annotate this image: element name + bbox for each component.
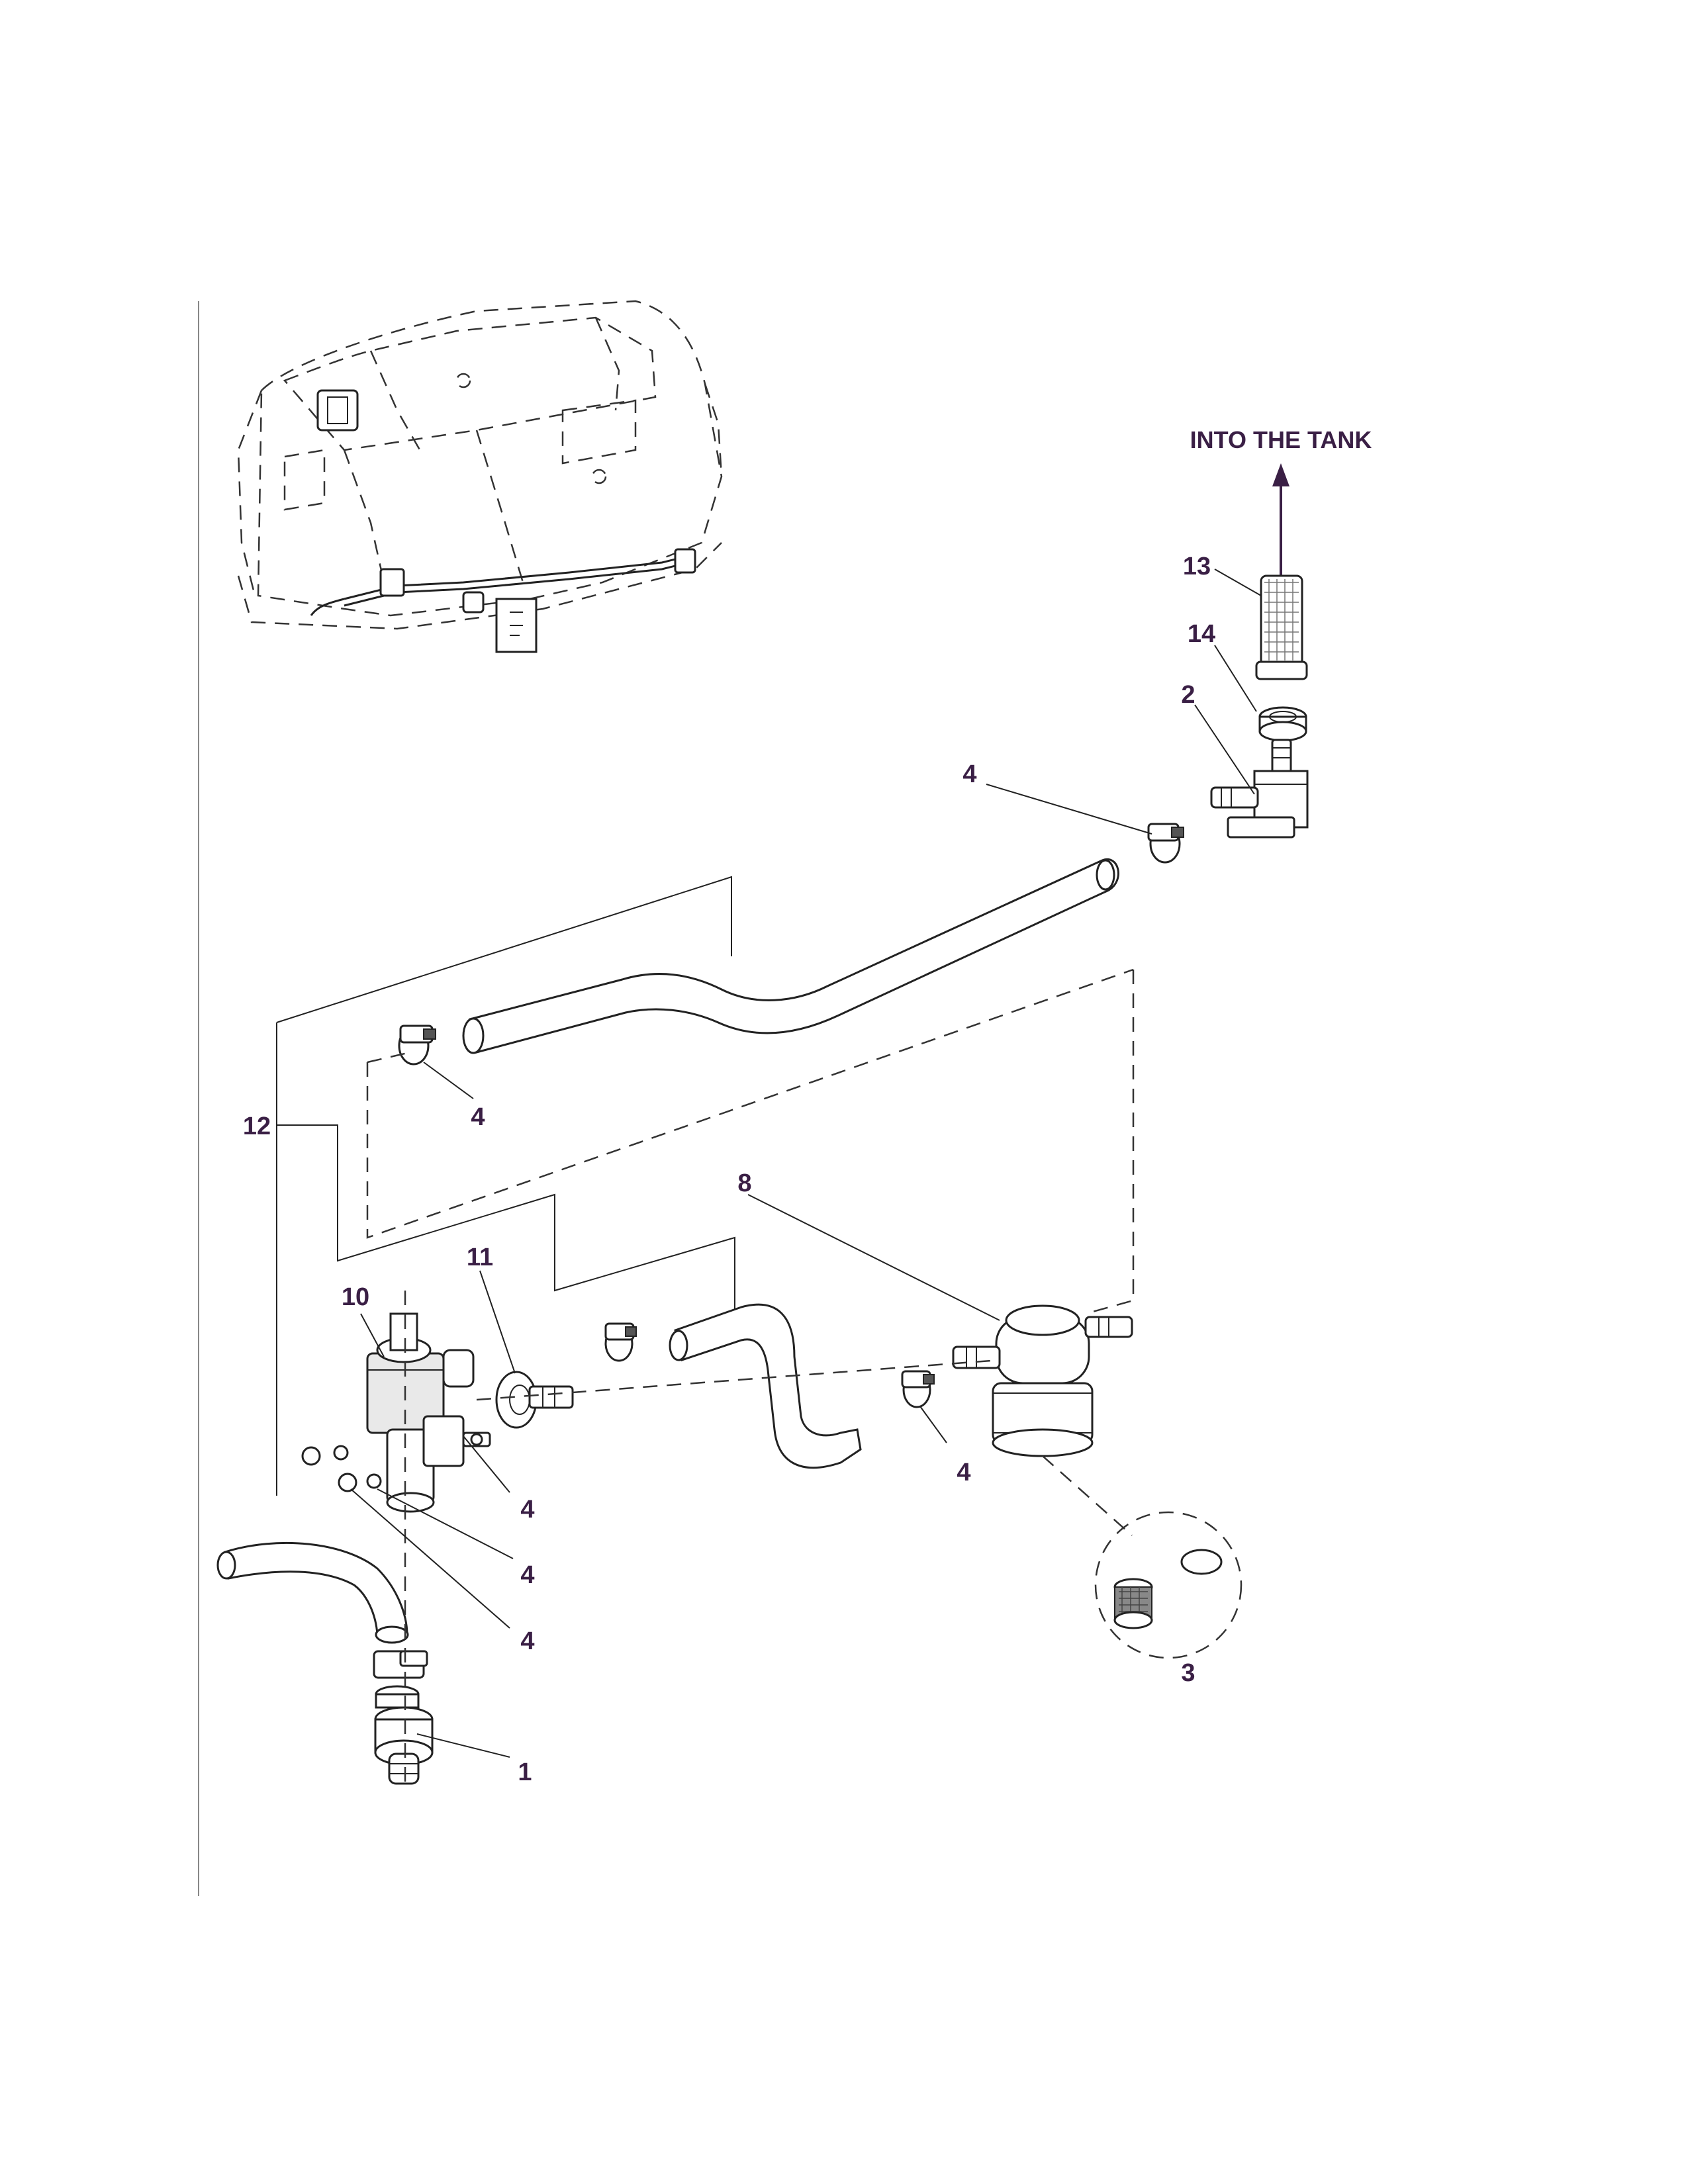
- callout-1: 1: [518, 1758, 532, 1786]
- part-11-fitting: [495, 1371, 574, 1429]
- part-1-inlet-fitting: [374, 1706, 434, 1785]
- callout-10: 10: [342, 1283, 369, 1311]
- leader-lines: [350, 569, 1262, 1758]
- hose-route-dashed: [366, 968, 1135, 1315]
- inlet-hose: [216, 1541, 409, 1644]
- callout-4-nut: 4: [520, 1627, 534, 1655]
- hose-clamp-mid-1: [604, 1322, 637, 1362]
- hose-clamp-mid-2: [901, 1370, 935, 1408]
- callout-13: 13: [1183, 553, 1211, 580]
- long-hose: [462, 858, 1119, 1054]
- part-14-bushing: [1258, 706, 1307, 742]
- callout-4-mid: 4: [957, 1459, 970, 1486]
- into-the-tank-label: INTO THE TANK: [1190, 426, 1372, 453]
- hose-clamp-left: [398, 1024, 436, 1066]
- part-8-filter: [952, 1304, 1133, 1457]
- callout-12: 12: [243, 1113, 271, 1140]
- callout-4-top: 4: [962, 760, 976, 788]
- part-10-solenoid-valve: [366, 1312, 491, 1513]
- part-13-strainer: [1255, 574, 1308, 680]
- callout-2: 2: [1181, 681, 1195, 709]
- centerline-horizontal: [476, 1359, 1000, 1401]
- machine-overview-illustration: [237, 300, 723, 653]
- part-2-elbow-fitting: [1210, 739, 1309, 839]
- callout-11: 11: [467, 1244, 493, 1271]
- callout-3: 3: [1181, 1659, 1195, 1687]
- nuts-washers: [301, 1433, 483, 1492]
- lower-fittings: [373, 1650, 428, 1709]
- group-bracket-12: [276, 876, 735, 1496]
- callout-4-hose-left: 4: [471, 1103, 485, 1131]
- callout-4-washer: 4: [520, 1561, 534, 1589]
- into-tank-arrowhead: [1272, 463, 1289, 486]
- callout-4-valve: 4: [520, 1496, 534, 1524]
- callout-8: 8: [737, 1169, 751, 1197]
- callout-14: 14: [1188, 620, 1215, 648]
- part-3-screen-detail: [1042, 1455, 1243, 1659]
- hose-clamp-top: [1147, 823, 1184, 864]
- short-hose: [669, 1303, 862, 1469]
